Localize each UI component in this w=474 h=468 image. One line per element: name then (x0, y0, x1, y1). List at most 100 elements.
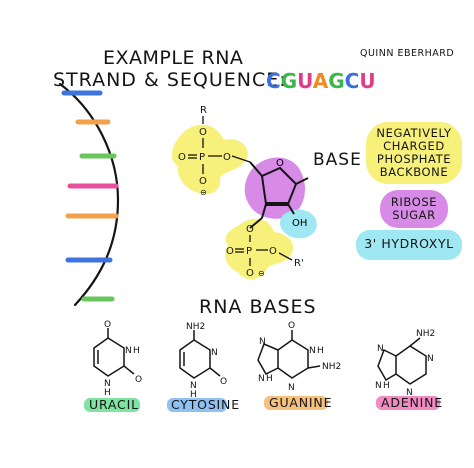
rna-sequence: CGUAGCU (266, 69, 376, 93)
base-name-cytosine: CYTOSINE (171, 397, 240, 412)
atom-label: NH2 (416, 329, 435, 339)
hydroxyl-highlight (279, 209, 317, 239)
legend-phosphate-backbone: NEGATIVELY CHARGED PHOSPHATE BACKBONE (366, 127, 462, 179)
atom-label: H (266, 374, 273, 384)
legend-phosphate-blob (366, 122, 462, 184)
atom-label: H (190, 390, 197, 400)
bond (231, 155, 251, 163)
legend-line: RIBOSE (390, 195, 438, 209)
atom-label: N (288, 383, 295, 393)
atom-label: O (220, 377, 227, 387)
adenine-structure (377, 337, 427, 385)
bond (287, 203, 295, 215)
atom-label: N (427, 354, 434, 364)
base-name-adenine: ADENINE (381, 395, 443, 410)
atom-label: N (211, 348, 218, 358)
sequence-letter: G (328, 69, 345, 93)
atom-label: H (133, 346, 140, 356)
atom-label: H (104, 388, 111, 398)
bond (261, 203, 267, 219)
atom-label: N (104, 379, 111, 389)
uracil-highlight (84, 398, 140, 412)
phosphorus-label: P (199, 152, 205, 163)
ribose-ring (249, 161, 309, 229)
sequence-letter: C (266, 69, 281, 93)
strand-backbone (58, 82, 120, 307)
atom-label: N (190, 381, 197, 391)
atom-label: N (259, 337, 266, 347)
legend-ribose-sugar: RIBOSE SUGAR (380, 196, 448, 222)
phosphate-r-prime-label: R' (294, 258, 304, 269)
ring-oxygen-label: O (276, 158, 284, 169)
ring-bonds (260, 166, 298, 205)
legend-line: SUGAR (392, 208, 436, 222)
oxygen-label: O (226, 246, 234, 257)
oxygen-label: O (199, 127, 207, 138)
phosphorus-label: P (246, 246, 252, 257)
sequence-letter: U (297, 69, 313, 93)
oxygen-label: O (269, 246, 277, 257)
five-ring-bonds (377, 348, 397, 382)
atom-label: NH2 (322, 362, 341, 372)
legend-line: CHARGED (383, 139, 445, 153)
atom-label: O (104, 320, 111, 330)
uracil-atoms: O N H O N H (104, 320, 142, 398)
phosphate-group-top: R O P O O O ⊖ (178, 105, 251, 197)
base-name-guanine: GUANINE (269, 395, 333, 410)
rna-bases-title: RNA BASES (199, 296, 317, 318)
legend-hydroxyl: 3' HYDROXYL (364, 236, 454, 251)
adenine-highlight (376, 396, 440, 410)
legend-ribose-blob (380, 190, 448, 228)
bond (295, 177, 309, 185)
six-ring-bonds (277, 339, 309, 379)
phosphate-group-bottom: O P O O R' O ⊖ (226, 224, 304, 279)
bond (307, 365, 321, 369)
author-name: QUINN EBERHARD (360, 48, 455, 59)
adenine-atoms: NH2 N N N N H (375, 329, 435, 398)
bond (249, 217, 263, 229)
atom-label: O (135, 375, 142, 385)
title-line-1: EXAMPLE RNA (103, 47, 244, 69)
atom-label: N (309, 346, 316, 356)
legend-line: BACKBONE (379, 165, 449, 179)
oxygen-label: O (199, 176, 207, 187)
five-ring-bonds (257, 343, 279, 375)
charge-label: ⊖ (200, 188, 207, 197)
uracil-structure (93, 328, 135, 377)
atom-label: H (383, 381, 390, 391)
charge-label: ⊖ (258, 269, 265, 278)
legend-hydroxyl-blob (356, 230, 462, 260)
phosphate-r-label: R (200, 105, 207, 116)
sequence-letter: C (344, 69, 360, 93)
legend-line: PHOSPHATE (376, 152, 452, 166)
sequence-letter: A (312, 69, 329, 93)
bond (278, 252, 293, 261)
bond (409, 337, 421, 347)
cytosine-highlight (167, 398, 227, 412)
base-name-uracil: URACIL (89, 397, 139, 412)
atom-label: N (258, 374, 265, 384)
hydroxyl-label: OH (292, 218, 307, 229)
guanine-highlight (264, 396, 328, 410)
atom-label: N (377, 344, 384, 354)
oxygen-label: O (246, 268, 254, 279)
title-line-2: STRAND & SEQUENCE: (53, 69, 287, 91)
atom-label: N (375, 381, 382, 391)
legend-line: NEGATIVELY (376, 126, 452, 140)
phosphate-highlight-top (171, 124, 248, 195)
bond (123, 365, 135, 375)
oxygen-label: O (178, 152, 186, 163)
base-label: BASE (313, 150, 362, 170)
sequence-letter: G (280, 69, 298, 93)
phosphate-highlight-bottom (225, 218, 294, 280)
six-ring-bonds (395, 345, 427, 385)
bond (249, 161, 263, 177)
sequence-letter: U (359, 69, 376, 93)
cytosine-structure (179, 330, 221, 379)
atom-label: NH2 (186, 322, 205, 332)
cytosine-atoms: NH2 N N H O (186, 322, 227, 400)
oxygen-label: O (246, 224, 254, 235)
guanine-atoms: O N N H NH2 N N H (258, 321, 341, 393)
strand-rungs (61, 90, 119, 302)
